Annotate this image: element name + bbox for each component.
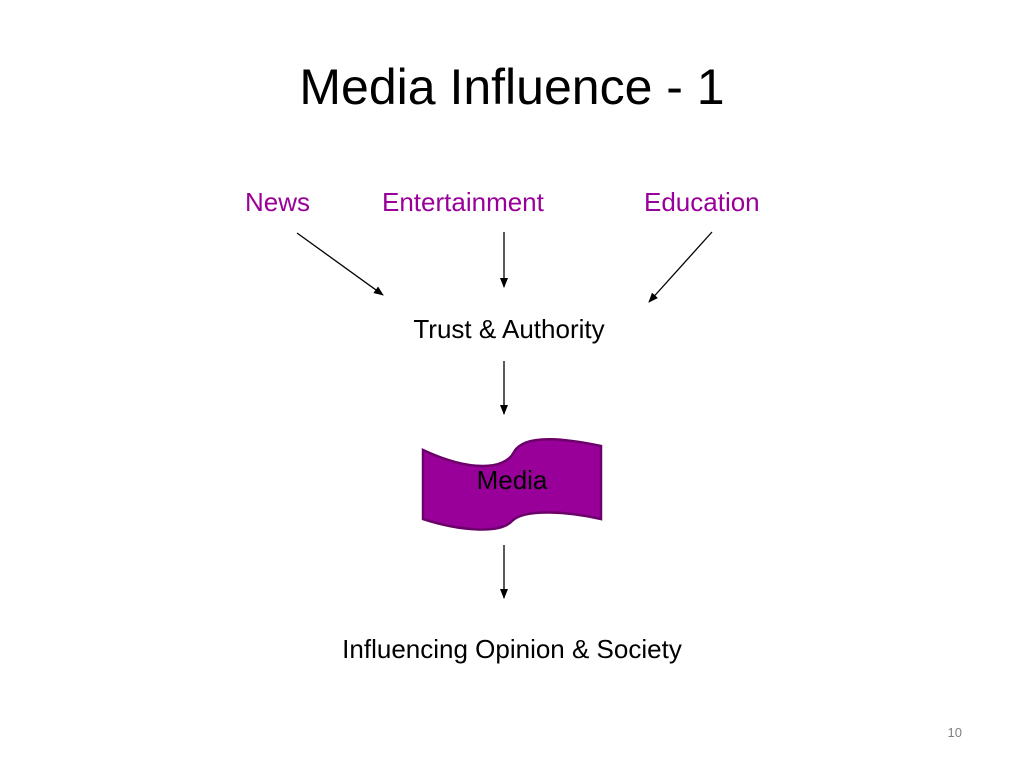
page-number: 10	[947, 725, 962, 740]
media-label: Media	[476, 465, 548, 495]
media-wave-shape	[421, 438, 603, 531]
slide-title: Media Influence - 1	[299, 59, 725, 115]
arrow-education-to-trust	[648, 231, 713, 303]
source-entertainment-label: Entertainment	[382, 187, 544, 217]
source-news-label: News	[245, 187, 311, 217]
arrow-news-to-trust	[296, 232, 384, 296]
trust-authority-label: Trust & Authority	[413, 314, 605, 344]
source-education-label: Education	[644, 187, 760, 217]
outcome-label: Influencing Opinion & Society	[342, 634, 682, 664]
